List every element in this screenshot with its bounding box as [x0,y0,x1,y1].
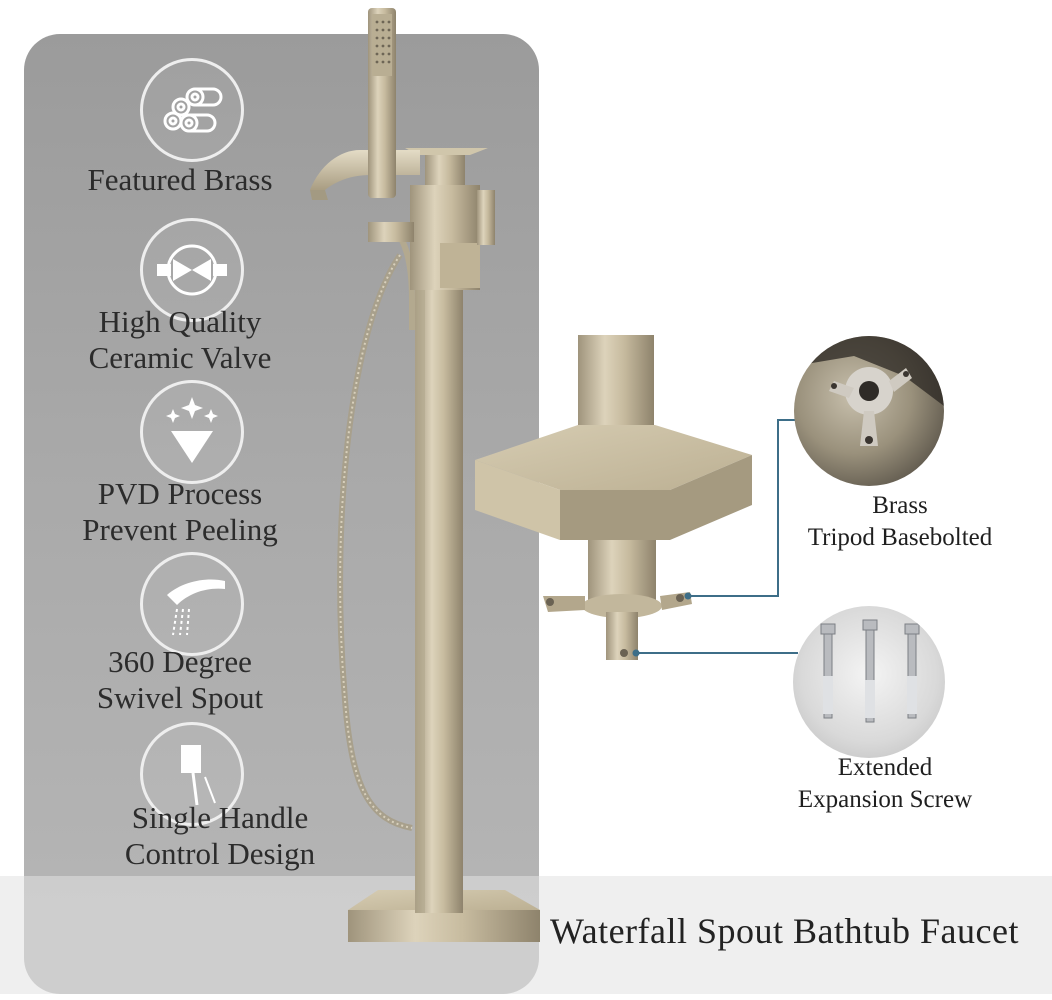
feature-label-pvd: PVD Process Prevent Peeling [82,476,278,547]
product-caption: Waterfall Spout Bathtub Faucet [550,911,1019,951]
spout-icon [140,552,244,656]
valve-icon [140,218,244,322]
tripod-bolt-photo [794,336,944,486]
pipes-icon [140,58,244,162]
feature-label-valve: High Quality Ceramic Valve [88,304,272,375]
feature-label-spout: 360 Degree Swivel Spout [96,644,264,715]
expansion-screw-label: Extended Expansion Screw [797,754,973,813]
feature-label-handle: Single Handle Control Design [124,800,316,871]
feature-label-brass: Featured Brass [87,162,273,197]
tripod-bolt-label: Brass Tripod Basebolted [807,492,993,551]
handle-icon [140,722,244,826]
expansion-screw-photo [793,606,945,758]
diamond-icon [140,380,244,484]
